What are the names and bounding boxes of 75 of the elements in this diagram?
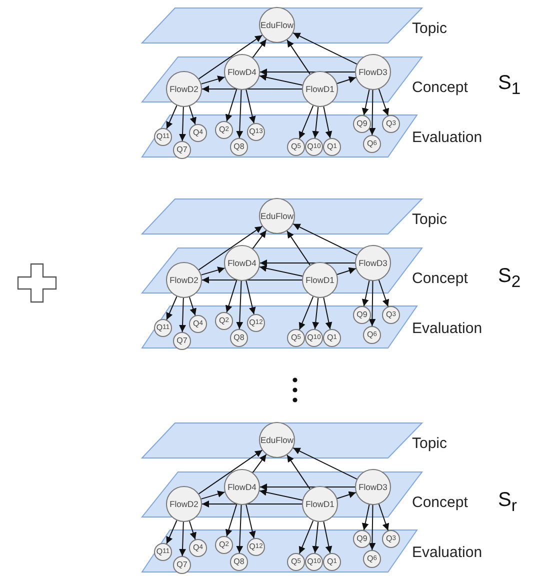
stack-label: S$_{1}$ [498, 72, 521, 99]
arrow [236, 504, 244, 554]
arrow [298, 296, 314, 330]
arrow [286, 230, 310, 266]
arrow [236, 280, 244, 330]
layer-label: Evaluation [412, 129, 482, 147]
arrow [202, 86, 302, 92]
arrow [198, 34, 263, 80]
arrow [202, 500, 302, 508]
arrow [292, 32, 358, 65]
arrow [246, 280, 256, 315]
arrow [336, 491, 356, 499]
arrow [312, 297, 320, 330]
arrow [188, 296, 196, 316]
arrow [323, 521, 332, 554]
layer-label: Concept [412, 79, 468, 97]
arrow [166, 105, 178, 130]
arrow [292, 447, 358, 480]
arrow [246, 504, 256, 539]
arrow [260, 68, 356, 76]
arrow [179, 298, 186, 332]
arrow [198, 226, 263, 270]
arrow [362, 280, 370, 307]
arrow [202, 276, 302, 284]
arrow [252, 230, 267, 250]
arrow [378, 88, 390, 116]
layer-label: Evaluation [412, 320, 482, 338]
arrow [259, 488, 303, 501]
arrow [200, 76, 226, 84]
arrow [312, 521, 320, 554]
arrow [336, 76, 356, 84]
arrow [292, 223, 358, 256]
arrow [298, 105, 314, 140]
arrow [286, 39, 310, 75]
arrow [200, 266, 226, 276]
arrow [200, 490, 226, 500]
arrow [198, 450, 263, 494]
arrow [362, 89, 370, 116]
arrow [368, 280, 376, 326]
arrow [225, 504, 238, 537]
arrow [260, 484, 356, 490]
arrow [286, 454, 310, 490]
arrow [225, 88, 238, 122]
arrow [323, 106, 332, 139]
arrow [179, 106, 186, 142]
layer-label: Evaluation [412, 544, 482, 562]
arrow [236, 89, 244, 138]
arrow [260, 260, 356, 266]
stack-label: S$_{2}$ [498, 265, 521, 292]
arrow [166, 296, 178, 320]
arrow [188, 520, 196, 540]
layer-label: Topic [412, 435, 448, 453]
arrow [179, 522, 186, 556]
arrow [225, 280, 238, 313]
arrow [336, 267, 356, 275]
arrow [323, 297, 332, 330]
arrow [166, 520, 178, 544]
layer-label: Topic [412, 20, 448, 38]
arrow [362, 504, 370, 531]
arrow [368, 90, 376, 136]
arrow [188, 106, 196, 125]
layer-label: Concept [412, 270, 468, 288]
arrow [312, 106, 320, 139]
stack-label: S$_{r}$ [498, 489, 517, 516]
arrow [298, 520, 314, 554]
arrow [259, 74, 303, 86]
arrow [378, 504, 390, 531]
layer-label: Concept [412, 494, 468, 512]
arrow [252, 38, 267, 58]
layer-label: Topic [412, 211, 448, 229]
arrow [368, 504, 376, 550]
arrow [252, 454, 267, 474]
arrow [246, 89, 256, 124]
arrow [259, 264, 303, 277]
arrow [378, 280, 390, 307]
